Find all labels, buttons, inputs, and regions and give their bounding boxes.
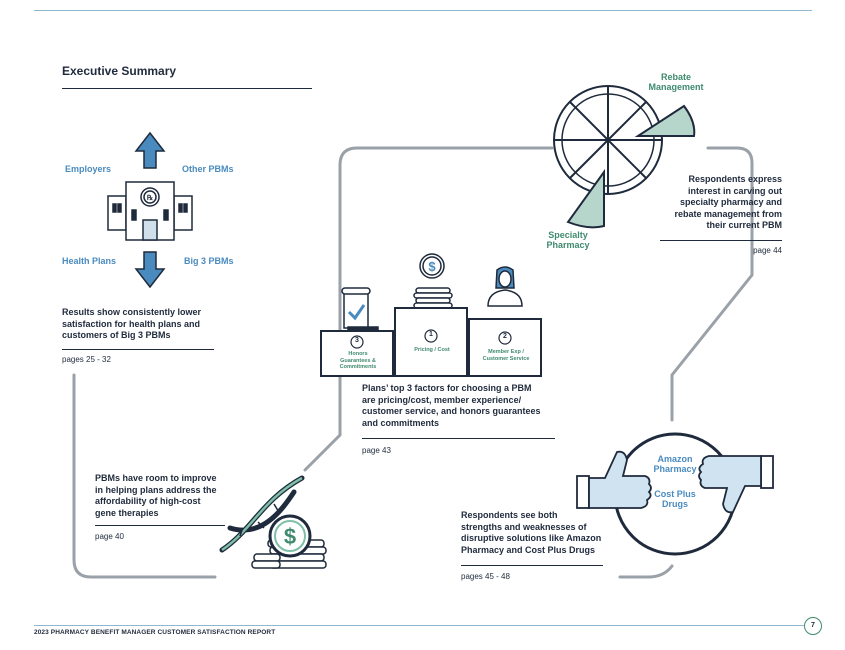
summary-disruptive-rule bbox=[461, 565, 603, 566]
summary-carving-pages: page 44 bbox=[753, 246, 782, 255]
rebate-slice bbox=[634, 104, 696, 137]
label-other-pbms: Other PBMs bbox=[182, 164, 234, 174]
summary-plans-pages: pages 25 - 32 bbox=[62, 355, 111, 364]
summary-gene: PBMs have room to improve in helping pla… bbox=[95, 473, 217, 518]
footer-report-title: 2023 PHARMACY BENEFIT MANAGER CUSTOMER S… bbox=[34, 629, 276, 636]
thumbs-down-icon bbox=[698, 455, 774, 514]
rank-2: 2 bbox=[503, 333, 507, 340]
summary-factors-rule bbox=[362, 438, 555, 439]
svg-text:$: $ bbox=[284, 524, 296, 549]
label-employers: Employers bbox=[65, 164, 112, 174]
coin-stack-icon bbox=[413, 253, 453, 309]
person-icon bbox=[487, 266, 523, 307]
bottom-rule bbox=[34, 625, 804, 626]
summary-factors: Plans’ top 3 factors for choosing a PBM … bbox=[362, 383, 541, 428]
specialty-slice bbox=[566, 168, 605, 229]
thumbs-graphic bbox=[576, 432, 774, 556]
podium-label-member-exp: Member Exp /Customer Service bbox=[482, 349, 530, 362]
pbm-building-graphic: ℞ bbox=[107, 131, 193, 289]
svg-text:$: $ bbox=[428, 259, 436, 274]
summary-factors-pages: page 43 bbox=[362, 446, 391, 455]
arrow-down-icon bbox=[134, 251, 166, 289]
pie-graphic bbox=[553, 85, 696, 229]
label-big3-pbms: Big 3 PBMs bbox=[184, 256, 234, 266]
summary-disruptive: Respondents see both strengths and weakn… bbox=[461, 510, 602, 555]
podium-label-pricing: Pricing / Cost bbox=[414, 347, 450, 353]
summary-plans-rule bbox=[62, 349, 214, 350]
podium-graphic: $ bbox=[320, 253, 542, 377]
title-rule bbox=[62, 88, 312, 89]
building-icon bbox=[107, 181, 193, 241]
page-title: Executive Summary bbox=[62, 64, 177, 78]
summary-gene-rule bbox=[95, 525, 225, 526]
summary-carving: Respondents express interest in carving … bbox=[674, 174, 782, 230]
arrow-up-icon bbox=[134, 131, 166, 169]
summary-gene-pages: page 40 bbox=[95, 532, 124, 541]
summary-disruptive-pages: pages 45 - 48 bbox=[461, 572, 510, 581]
dna-coins-graphic: $ bbox=[219, 475, 327, 569]
label-health-plans: Health Plans bbox=[62, 256, 117, 266]
svg-text:℞: ℞ bbox=[147, 194, 154, 202]
page-number: 7 bbox=[804, 617, 822, 635]
top-rule bbox=[34, 10, 812, 11]
checklist-icon bbox=[341, 287, 379, 332]
rank-1: 1 bbox=[429, 331, 433, 338]
thumbs-up-icon bbox=[576, 450, 652, 509]
coin-stack-icon bbox=[251, 514, 327, 569]
summary-carving-rule bbox=[660, 240, 782, 241]
rank-3: 3 bbox=[355, 337, 359, 344]
summary-plans: Results show consistently lower satisfac… bbox=[62, 307, 202, 340]
